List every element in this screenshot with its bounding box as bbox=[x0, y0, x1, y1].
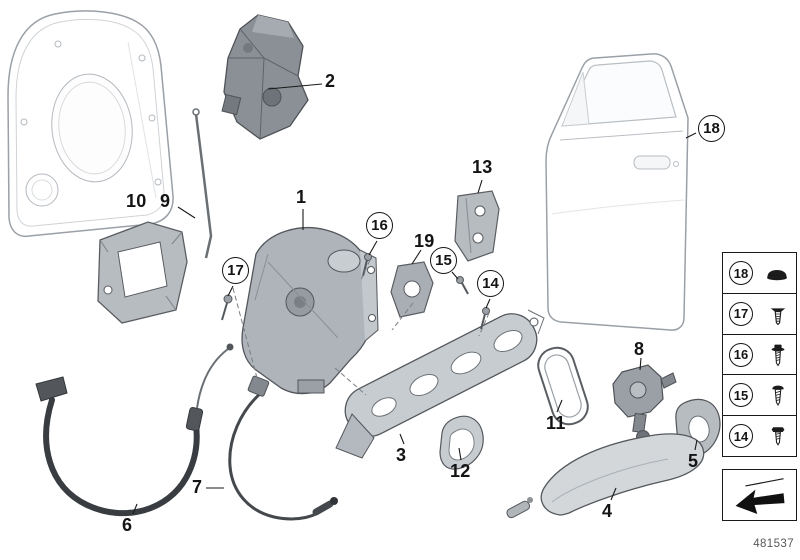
legend-callout-16: 16 bbox=[729, 342, 753, 367]
legend-row-17[interactable]: 17 bbox=[722, 292, 797, 335]
expansion-rivet-icon bbox=[766, 300, 790, 328]
callout-13[interactable]: 13 bbox=[472, 157, 493, 177]
callout-11[interactable]: 11 bbox=[546, 413, 566, 433]
legend-row-15[interactable]: 15 bbox=[722, 374, 797, 417]
assembly-axis-lines bbox=[232, 259, 490, 396]
callout-16[interactable]: 16 bbox=[366, 212, 393, 239]
drawing-number: 481537 bbox=[753, 538, 794, 550]
callout-8[interactable]: 8 bbox=[634, 339, 645, 359]
callout-15[interactable]: 15 bbox=[430, 247, 457, 274]
fastener-screws bbox=[221, 253, 490, 330]
tapping-screw-icon bbox=[766, 422, 790, 450]
callout-6[interactable]: 6 bbox=[122, 515, 133, 535]
callout-12[interactable]: 12 bbox=[450, 461, 471, 481]
part-lock-cylinder-actuator bbox=[612, 364, 677, 444]
part-lock-rod bbox=[192, 108, 213, 259]
legend-callout-18: 18 bbox=[729, 261, 753, 285]
direction-arrow-icon bbox=[731, 474, 789, 516]
legend-row-18[interactable]: 18 bbox=[722, 252, 797, 294]
callout-18[interactable]: 18 bbox=[698, 115, 725, 142]
callout-19[interactable]: 19 bbox=[414, 231, 435, 251]
direction-arrow-box bbox=[722, 469, 797, 521]
flange-screw-icon bbox=[766, 340, 790, 370]
part-door-brake-bracket bbox=[454, 190, 500, 262]
legend-callout-15: 15 bbox=[729, 383, 753, 408]
callout-2[interactable]: 2 bbox=[325, 71, 336, 91]
part-cover-grommet bbox=[390, 261, 434, 318]
fastener-legend: 18 17 16 15 14 bbox=[722, 252, 797, 458]
callout-17[interactable]: 17 bbox=[222, 257, 249, 284]
callout-7[interactable]: 7 bbox=[192, 477, 203, 497]
part-bowden-cable bbox=[35, 343, 234, 517]
callout-4[interactable]: 4 bbox=[602, 501, 613, 521]
callout-9[interactable]: 9 bbox=[160, 191, 171, 211]
callout-5[interactable]: 5 bbox=[688, 451, 699, 471]
legend-callout-17: 17 bbox=[729, 301, 753, 326]
part-bowden-cable-inner bbox=[228, 375, 338, 521]
dome-cap-fastener-icon bbox=[764, 260, 790, 286]
part-handle-seal bbox=[439, 415, 484, 470]
part-handle-carrier bbox=[335, 309, 545, 459]
legend-callout-14: 14 bbox=[729, 424, 753, 449]
legend-row-14[interactable]: 14 bbox=[722, 415, 797, 458]
door-outer-panel bbox=[545, 53, 689, 331]
door-inner-panel bbox=[7, 10, 174, 238]
legend-row-16[interactable]: 16 bbox=[722, 333, 797, 376]
part-door-lock bbox=[241, 227, 379, 395]
leader-lines bbox=[132, 83, 698, 515]
part-outer-door-handle bbox=[506, 433, 705, 519]
callout-14[interactable]: 14 bbox=[477, 270, 504, 297]
part-bracket bbox=[97, 221, 188, 324]
callout-1[interactable]: 1 bbox=[296, 187, 307, 207]
callout-10[interactable]: 10 bbox=[126, 191, 147, 211]
callout-3[interactable]: 3 bbox=[396, 445, 407, 465]
part-handle-gasket bbox=[537, 346, 589, 426]
pan-head-screw-icon bbox=[766, 380, 790, 410]
part-lock-actuator bbox=[221, 14, 309, 140]
